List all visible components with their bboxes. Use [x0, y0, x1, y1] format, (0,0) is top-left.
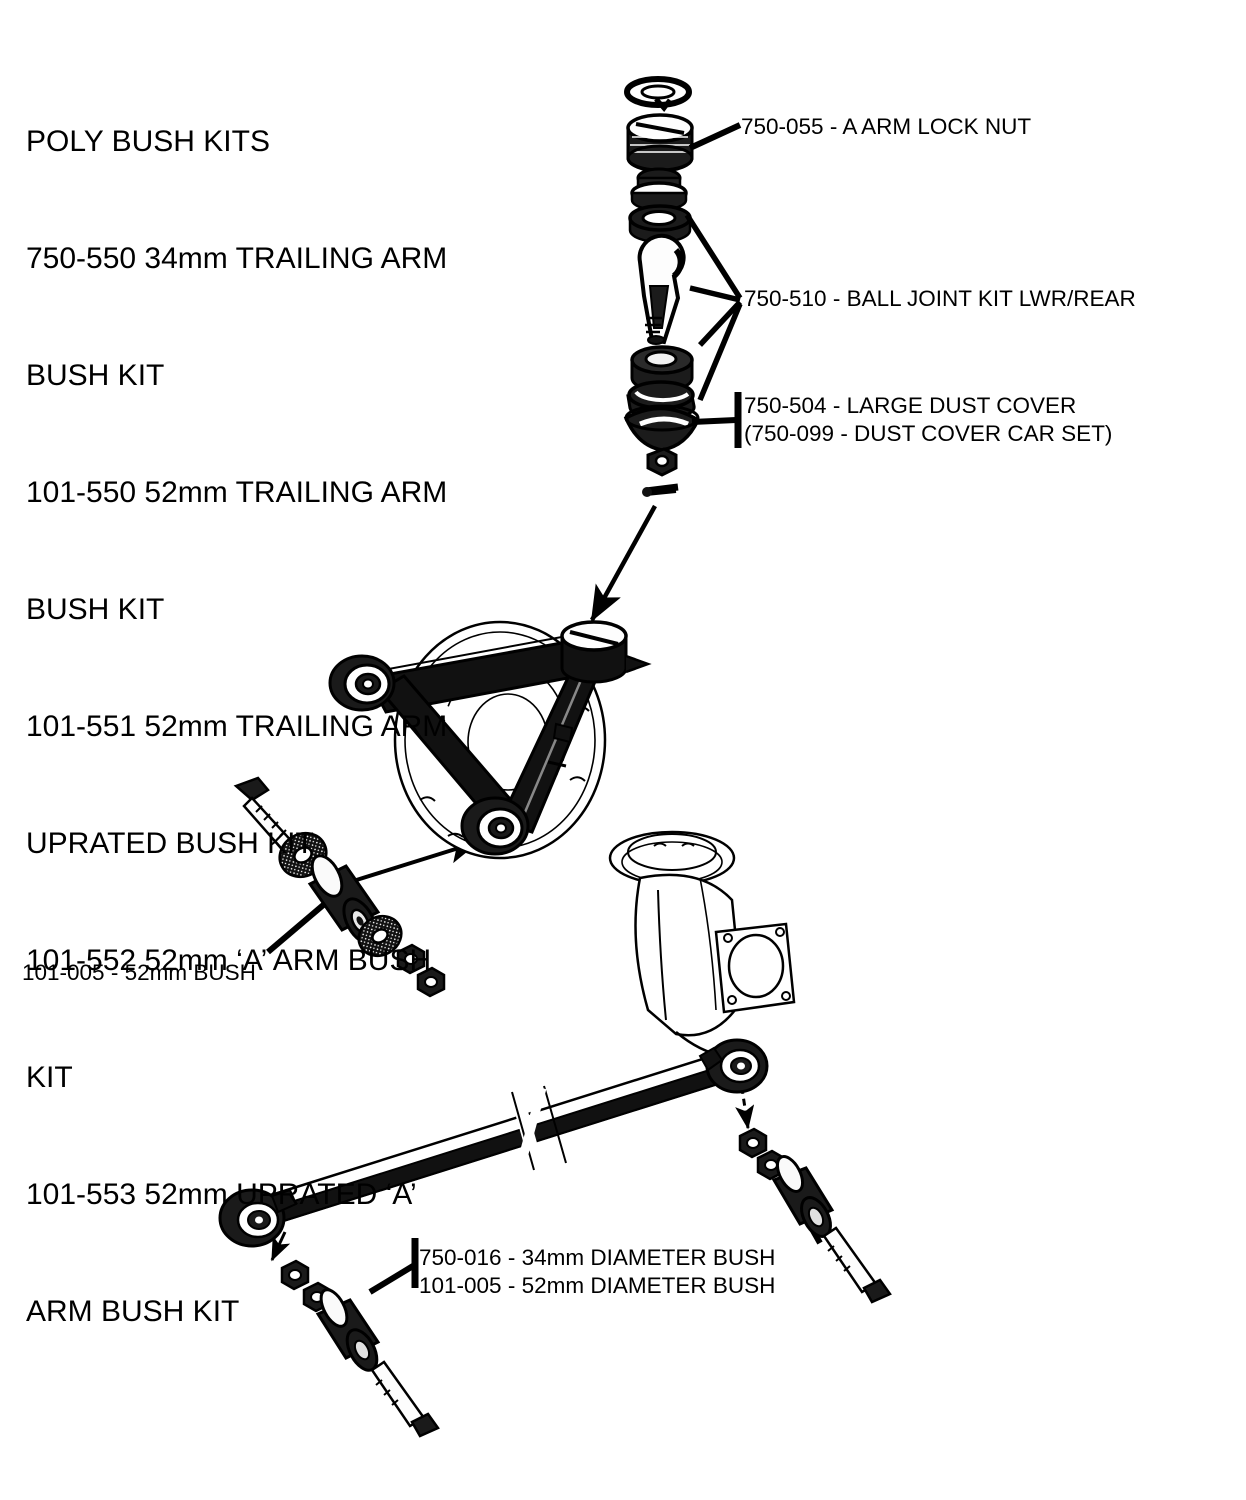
- kit-list-line: BUSH KIT: [26, 593, 165, 626]
- leader-dust-cover: [691, 417, 737, 425]
- leader-diameter-left: [368, 1263, 415, 1295]
- trailing-arm-bush-set-right: [738, 1127, 892, 1304]
- castellated-lock-nut-part: [626, 113, 694, 173]
- kit-list-line: 750-550 34mm TRAILING ARM: [26, 242, 448, 275]
- trailing-arm-left-eye: [218, 1188, 298, 1248]
- spacer-ring-part: [628, 204, 692, 244]
- callout-ball-joint: 750-510 - BALL JOINT KIT LWR/REAR: [744, 285, 1136, 313]
- callout-diameter-bushes: 750-016 - 34mm DIAMETER BUSH 101-005 - 5…: [419, 1244, 775, 1300]
- kit-list-line: KIT: [26, 1061, 73, 1094]
- a-arm-lower-bush-eye: [460, 796, 530, 856]
- a-arm-washer-lower: [357, 914, 403, 958]
- callout-dust-cover: 750-504 - LARGE DUST COVER (750-099 - DU…: [744, 392, 1112, 448]
- leader-ball-joint-b: [689, 285, 741, 303]
- leader-ball-joint-d: [697, 302, 743, 402]
- arrow-stud-to-a-arm: [590, 504, 657, 622]
- callout-line: 750-016 - 34mm DIAMETER BUSH: [419, 1245, 776, 1270]
- callout-lock-nut: 750-055 - A ARM LOCK NUT: [741, 113, 1031, 141]
- a-arm-wishbone: [328, 620, 652, 856]
- ta-right-bolt: [822, 1226, 892, 1304]
- threaded-boss-part: [630, 167, 688, 212]
- a-arm-left-bush-eye: [328, 654, 396, 712]
- kit-list-line: ARM BUSH KIT: [26, 1295, 240, 1328]
- ta-right-poly-bush: [771, 1155, 835, 1238]
- kit-list-line: POLY BUSH KITS: [26, 125, 270, 158]
- callout-52mm-bush: 101-005 - 52mm BUSH: [22, 959, 256, 987]
- split-pin-part: [642, 483, 679, 497]
- arrow-trailing-arm-right-eye: [735, 1074, 755, 1130]
- kit-list-line: BUSH KIT: [26, 359, 165, 392]
- callout-line: (750-099 - DUST COVER CAR SET): [744, 421, 1113, 446]
- kit-list-block: POLY BUSH KITS 750-550 34mm TRAILING ARM…: [26, 44, 546, 1409]
- kit-list-line: 101-553 52mm UPRATED ‘A’: [26, 1178, 417, 1211]
- callout-line: 750-504 - LARGE DUST COVER: [744, 393, 1077, 418]
- leader-ball-joint-c: [697, 300, 743, 347]
- kit-list-line: UPRATED BUSH KIT: [26, 827, 314, 860]
- trailing-arm-tube: [218, 1038, 769, 1248]
- hub-carrier-casting: [608, 830, 796, 1058]
- a-arm-bush-exploded-set: [233, 776, 446, 998]
- ta-left-nut-1: [280, 1259, 310, 1291]
- ta-left-bolt: [370, 1360, 440, 1438]
- trailing-arm-right-eye: [698, 1038, 769, 1094]
- leader-lock-nut: [688, 122, 742, 151]
- a-arm-washer-upper: [278, 831, 328, 879]
- ball-joint-exploded-stack: [623, 76, 701, 497]
- kit-list-line: 101-551 52mm TRAILING ARM: [26, 710, 448, 743]
- lock-washer-part: [624, 76, 692, 112]
- ta-right-nut-1: [738, 1127, 768, 1159]
- callout-line: 101-005 - 52mm BUSH: [22, 960, 256, 985]
- ta-left-poly-bush: [315, 1288, 381, 1372]
- leader-ball-joint-a: [684, 213, 743, 300]
- callout-line: 101-005 - 52mm DIAMETER BUSH: [419, 1273, 776, 1298]
- kit-list-line: 101-550 52mm TRAILING ARM: [26, 476, 448, 509]
- callout-line: 750-510 - BALL JOINT KIT LWR/REAR: [744, 286, 1136, 311]
- callout-line: 750-055 - A ARM LOCK NUT: [741, 114, 1032, 139]
- a-arm-nut-1: [396, 943, 426, 975]
- trailing-arm-bush-set-left: [280, 1259, 440, 1438]
- conical-dust-cover-part: [623, 404, 701, 452]
- a-arm-ball-joint-boss: [560, 620, 652, 684]
- kit-list-line: 101-552 52mm ‘A’ ARM BUSH: [26, 944, 432, 977]
- ball-joint-stud-part: [637, 233, 686, 345]
- arrow-trailing-arm-left-eye: [270, 1231, 291, 1262]
- a-arm-nut-2: [416, 966, 446, 998]
- small-nut-part: [646, 447, 678, 477]
